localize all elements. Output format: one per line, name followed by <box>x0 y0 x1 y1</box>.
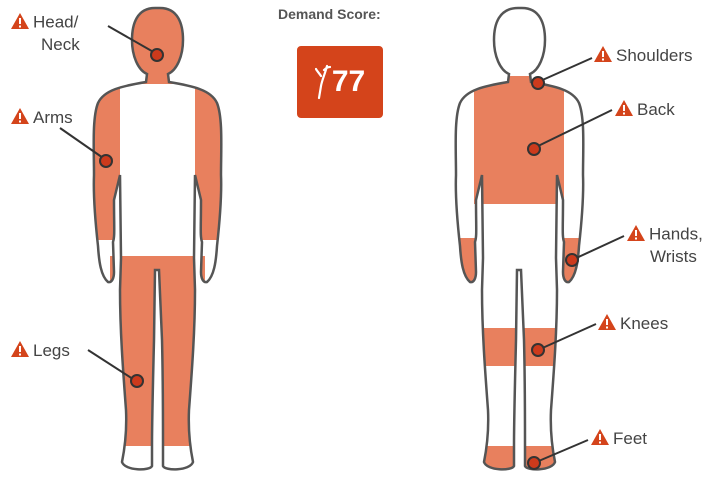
label-head-neck: Head/ Neck <box>10 11 80 56</box>
shoulders-leader <box>538 58 592 82</box>
label-knees-text: Knees <box>620 314 668 333</box>
warning-triangle-icon <box>10 107 30 125</box>
back-body <box>440 0 600 479</box>
shoulders-marker <box>532 77 544 89</box>
warning-triangle-icon <box>614 99 634 117</box>
label-feet: Feet <box>590 427 647 449</box>
demand-score-title: Demand Score: <box>278 6 381 22</box>
warning-triangle-icon <box>10 340 30 358</box>
figure-logo-icon <box>315 64 331 100</box>
warning-triangle-icon <box>626 224 646 242</box>
hands-wrists-marker <box>566 254 578 266</box>
back-marker <box>528 143 540 155</box>
label-legs: Legs <box>10 339 70 361</box>
arms-marker <box>100 155 112 167</box>
front-body <box>80 0 240 479</box>
knees-marker <box>532 344 544 356</box>
legs-marker <box>131 375 143 387</box>
label-legs-text: Legs <box>33 341 70 360</box>
demand-score-value: 77 <box>332 65 365 99</box>
warning-triangle-icon <box>590 428 610 446</box>
warning-triangle-icon <box>597 313 617 331</box>
label-feet-text: Feet <box>613 429 647 448</box>
feet-marker <box>528 457 540 469</box>
label-head-neck-line1: Head/ <box>33 13 78 32</box>
front-legs-zone <box>110 256 205 446</box>
label-hands-wrists: Hands, Wrists <box>626 223 703 268</box>
label-shoulders: Shoulders <box>593 44 693 66</box>
back-knees-zone <box>478 328 562 366</box>
label-hands-wrists-line1: Hands, <box>649 225 703 244</box>
back-feet-zone <box>478 446 562 476</box>
head-neck-marker <box>151 49 163 61</box>
label-shoulders-text: Shoulders <box>616 46 693 65</box>
label-knees: Knees <box>597 312 668 334</box>
label-arms: Arms <box>10 106 73 128</box>
label-back: Back <box>614 98 675 120</box>
demand-score-badge: 77 <box>297 46 383 118</box>
warning-triangle-icon <box>593 45 613 63</box>
label-head-neck-line2: Neck <box>41 35 80 54</box>
warning-triangle-icon <box>10 12 30 30</box>
label-back-text: Back <box>637 100 675 119</box>
label-hands-wrists-line2: Wrists <box>650 247 697 266</box>
label-arms-text: Arms <box>33 108 73 127</box>
